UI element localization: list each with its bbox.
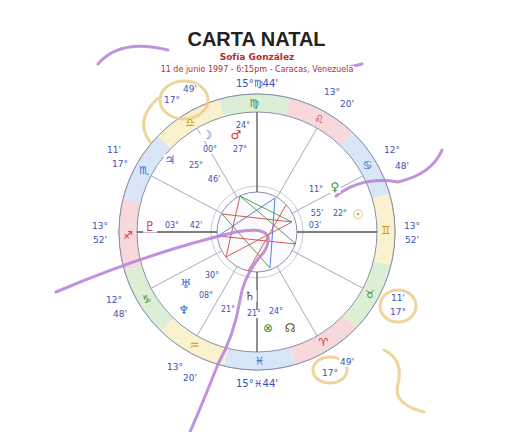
- planet-label: 22°: [332, 210, 348, 218]
- zodiac-sign: ♑: [142, 293, 152, 304]
- planet-label: 30°: [204, 272, 220, 280]
- zodiac-sign: ♓: [255, 356, 265, 367]
- planet-label: 11°: [308, 186, 324, 194]
- planet-label: 03°: [164, 222, 180, 230]
- cusp-degree: 15°♍44': [235, 79, 279, 89]
- cusp-degree: 17°: [321, 369, 339, 378]
- planet-label: ♂: [230, 129, 243, 141]
- planet-label: ♄: [244, 290, 257, 302]
- zodiac-sign: ♍: [250, 98, 260, 109]
- zodiac-sign: ♏: [139, 164, 149, 175]
- cusp-degree: 52': [92, 236, 108, 245]
- cusp-degree: 11': [106, 146, 122, 155]
- planet-label: 46': [207, 176, 221, 184]
- planet-label: ⊗: [262, 322, 274, 334]
- planet-label: ♇: [143, 220, 157, 233]
- planet-label: ☽: [201, 129, 214, 141]
- zodiac-sign: ♌: [314, 114, 324, 125]
- planet-label: 55': [310, 210, 324, 218]
- cusp-degree: 48': [112, 310, 128, 319]
- cusp-degree: 13°: [91, 222, 109, 231]
- cusp-degree: 52': [404, 236, 420, 245]
- zodiac-sign: ♈: [319, 337, 329, 348]
- planet-label: 03': [308, 222, 322, 230]
- cusp-degree: 20': [182, 374, 198, 383]
- chart-subtitle: Sofía González: [219, 53, 296, 62]
- chart-subtitle: 11 de junio 1997 - 6:15pm - Caracas, Ven…: [160, 66, 355, 74]
- zodiac-sign: ♒: [190, 340, 200, 351]
- chart-title: CARTA NATAL: [0, 28, 513, 51]
- cusp-degree: 13°: [403, 222, 421, 231]
- cusp-degree: 12°: [383, 146, 401, 155]
- zodiac-sign: ♎: [185, 116, 195, 127]
- planet-label: ♃: [164, 154, 177, 166]
- planet-label: ♆: [178, 304, 191, 316]
- zodiac-sign: ♋: [362, 160, 372, 171]
- cusp-degree: 49': [182, 85, 198, 94]
- zodiac-sign: ♊: [381, 224, 391, 235]
- cusp-degree: 13°: [166, 363, 184, 372]
- planet-label: 00°: [202, 146, 218, 154]
- cusp-degree: 17°: [111, 160, 129, 169]
- cusp-degree: 20': [339, 100, 355, 109]
- planet-label: 21°: [220, 306, 236, 314]
- planet-label: 27°: [232, 146, 248, 154]
- planet-label: ☉: [351, 208, 365, 221]
- cusp-degree: 49': [339, 358, 355, 367]
- planet-label: ☊: [284, 322, 297, 334]
- cusp-degree: 17°: [163, 96, 181, 105]
- cusp-degree: 17°: [389, 308, 407, 317]
- cusp-degree: 13°: [323, 88, 341, 97]
- planet-label: 21°: [246, 310, 262, 318]
- zodiac-sign: ♉: [365, 289, 375, 300]
- planet-label: 42': [189, 222, 203, 230]
- planet-label: ♀: [330, 181, 341, 193]
- planet-label: 25°: [188, 162, 204, 170]
- cusp-degree: 48': [394, 162, 410, 171]
- cusp-degree: 11': [390, 294, 406, 303]
- planet-label: 08°: [198, 292, 214, 300]
- planet-label: 24°: [268, 308, 284, 316]
- cusp-degree: 15°♓44': [235, 379, 279, 389]
- zodiac-sign: ♐: [123, 229, 133, 240]
- cusp-degree: 12°: [105, 296, 123, 305]
- planet-label: ♅: [180, 278, 193, 290]
